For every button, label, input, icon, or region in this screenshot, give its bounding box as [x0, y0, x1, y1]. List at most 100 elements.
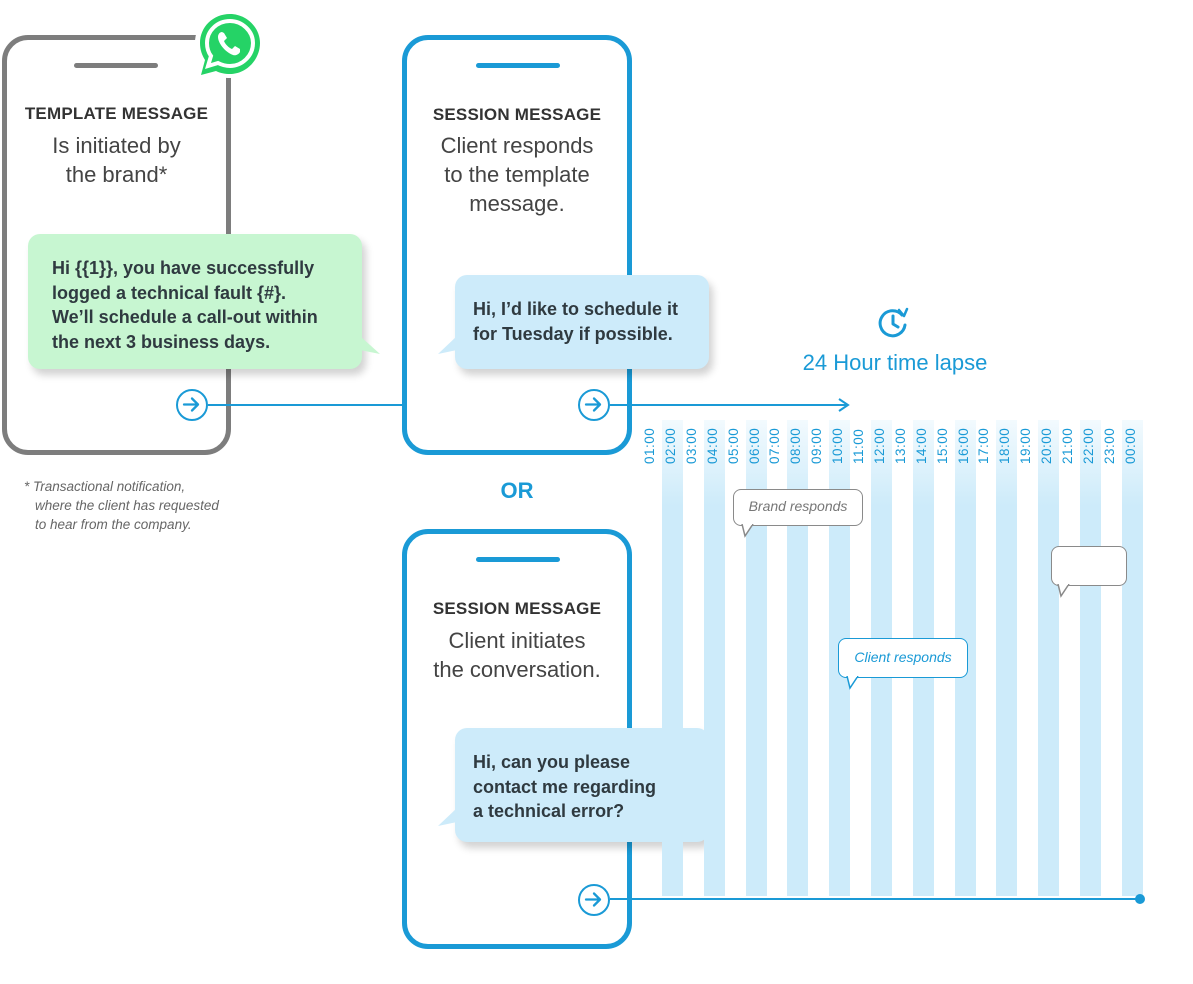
hour-label: 11:00	[851, 420, 869, 464]
footnote-line: * Transactional notification,	[24, 479, 186, 494]
hour-label-text: 19:00	[1018, 427, 1034, 464]
hour-label: 06:00	[747, 420, 765, 464]
hour-label: 04:00	[705, 420, 723, 464]
hour-label-text: 22:00	[1080, 427, 1096, 464]
hour-label-text: 12:00	[871, 427, 887, 464]
hour-label-text: 10:00	[830, 427, 846, 464]
bubble-line: Hi {{1}}, you have successfully	[52, 258, 315, 278]
hour-label: 07:00	[767, 420, 785, 464]
hour-label-text: 05:00	[725, 427, 741, 464]
hour-label-text: 06:00	[746, 427, 762, 464]
hour-label: 19:00	[1018, 420, 1036, 464]
desc-line: Client initiates	[448, 628, 586, 653]
hour-label-text: 15:00	[934, 427, 950, 464]
connector-line	[208, 404, 406, 406]
hour-label: 10:00	[830, 420, 848, 464]
hour-label-text: 03:00	[683, 427, 699, 464]
clock-refresh-icon	[875, 306, 913, 340]
hour-label: 14:00	[914, 420, 932, 464]
footnote-line: to hear from the company.	[35, 517, 192, 532]
timeline-stripe	[1121, 420, 1143, 896]
timeline-stripe	[1079, 420, 1101, 896]
bubble-line: the next 3 business days.	[52, 331, 271, 352]
bubble-line: contact me regarding	[473, 776, 657, 797]
desc-line: the conversation.	[433, 657, 601, 682]
timeline-title: 24 Hour time lapse	[802, 350, 988, 375]
session-message-desc: Client initiates the conversation.	[407, 626, 627, 684]
timeline-end-dot	[1135, 894, 1145, 904]
hour-label-text: 08:00	[788, 427, 804, 464]
hour-label: 20:00	[1039, 420, 1057, 464]
hour-label-text: 16:00	[955, 427, 971, 464]
hour-label-text: 20:00	[1039, 427, 1055, 464]
timeline-stripe	[787, 420, 809, 896]
arrow-right-circle-icon[interactable]	[578, 389, 610, 421]
hour-label-text: 11:00	[851, 428, 866, 464]
hour-label-text: 23:00	[1101, 427, 1117, 464]
footnote: * Transactional notification, where the …	[24, 477, 219, 534]
phone-speaker	[476, 63, 560, 68]
phone-speaker	[74, 63, 158, 68]
timeline-stripe	[661, 420, 683, 896]
bubble-line: a technical error?	[473, 801, 625, 821]
arrow-right-circle-icon[interactable]	[578, 884, 610, 916]
hour-label: 05:00	[726, 420, 744, 464]
hour-label-text: 13:00	[892, 427, 908, 464]
brand-responds-bubble: Brand responds	[733, 489, 863, 526]
desc-line: Client responds	[440, 133, 594, 158]
hour-label: 08:00	[788, 420, 806, 464]
desc-line: to the template	[444, 162, 590, 187]
arrow-head-icon	[838, 398, 850, 412]
hour-label-text: 09:00	[809, 427, 825, 464]
arrow-right-circle-icon[interactable]	[176, 389, 208, 421]
hour-label: 17:00	[976, 420, 994, 464]
template-message-title: TEMPLATE MESSAGE	[24, 104, 209, 123]
whatsapp-icon	[189, 4, 271, 86]
hour-label: 13:00	[893, 420, 911, 464]
bubble-tail	[741, 524, 754, 538]
session-phone-responds: SESSION MESSAGE Client responds to the t…	[402, 35, 632, 455]
bubble-line: Hi, I’d like to schedule it	[473, 299, 679, 319]
hour-label: 00:00	[1123, 420, 1141, 464]
timeline-stripe	[1038, 420, 1060, 896]
hour-label-text: 00:00	[1122, 427, 1138, 464]
timeline-arrow-line	[610, 404, 846, 406]
session-message-title: SESSION MESSAGE	[432, 105, 602, 124]
hour-label: 15:00	[935, 420, 953, 464]
bubble-line: Hi, can you please	[473, 752, 631, 772]
template-message-desc: Is initiated by the brand*	[7, 131, 226, 189]
hour-label-text: 04:00	[704, 427, 720, 464]
timeline-baseline	[610, 898, 1140, 900]
hour-label: 09:00	[809, 420, 827, 464]
hour-label: 01:00	[642, 420, 660, 464]
hour-label-text: 14:00	[913, 427, 929, 464]
bubble-line: for Tuesday if possible.	[473, 323, 673, 344]
bubble-tail	[846, 676, 859, 690]
desc-line: message.	[469, 191, 565, 216]
hour-label: 21:00	[1060, 420, 1078, 464]
hour-label: 02:00	[663, 420, 681, 464]
timeline-stripe	[703, 420, 725, 896]
bubble-line: We’ll schedule a call-out within	[52, 307, 318, 327]
bubble-tail	[1057, 584, 1070, 598]
client-response-bubble: Hi, I’d like to schedule it for Tuesday …	[455, 275, 709, 369]
session-message-desc: Client responds to the template message.	[407, 131, 627, 218]
hour-label-text: 01:00	[642, 427, 657, 464]
or-label: OR	[500, 478, 534, 503]
template-message-bubble: Hi {{1}}, you have successfully logged a…	[28, 234, 362, 369]
desc-line: the brand*	[65, 162, 168, 187]
bubble-tail	[438, 808, 457, 826]
footnote-line: where the client has requested	[35, 498, 219, 513]
bubble-line: logged a technical fault {#}.	[52, 282, 287, 303]
timeline-stripe	[996, 420, 1018, 896]
hour-label-text: 21:00	[1060, 427, 1075, 464]
hour-label: 18:00	[997, 420, 1015, 464]
hour-label: 23:00	[1102, 420, 1120, 464]
hour-label-text: 17:00	[976, 427, 992, 464]
empty-response-bubble	[1051, 546, 1127, 586]
hour-label-text: 07:00	[767, 427, 783, 464]
hour-label: 03:00	[684, 420, 702, 464]
hour-label: 12:00	[872, 420, 890, 464]
bubble-tail	[360, 336, 380, 354]
phone-speaker	[476, 557, 560, 562]
